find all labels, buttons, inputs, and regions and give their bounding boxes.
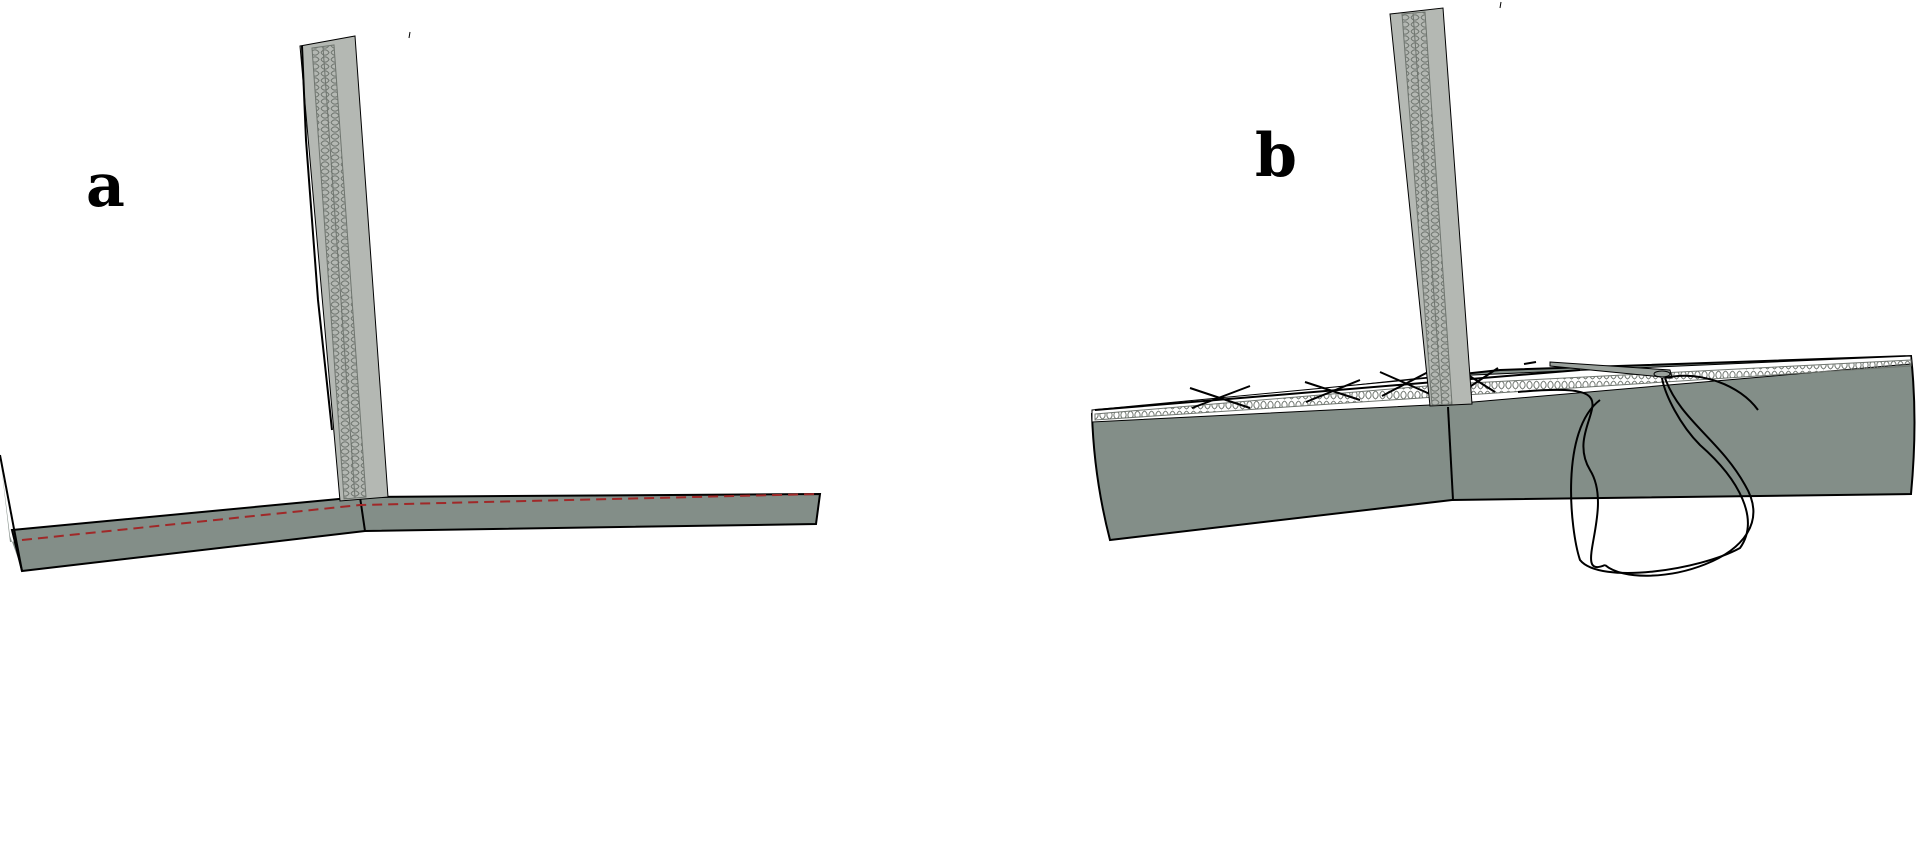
- panel-b-catch-stitches: [1094, 367, 1581, 411]
- panel-a-tick: [408, 31, 411, 39]
- panel-a-stitch-guide: [21, 493, 821, 541]
- panel-a-illustration: [0, 31, 822, 573]
- panel-b-needle-eye: [1653, 370, 1671, 378]
- panel-b-tick: [1499, 1, 1502, 9]
- panel-b-thread: [1517, 374, 1759, 577]
- panel-a-fabric-edge: [0, 454, 23, 572]
- panel-a-fabric-band: [10, 492, 822, 573]
- panel-b-fabric-fold: [1447, 406, 1454, 501]
- panel-b-label: b: [1255, 121, 1297, 191]
- panel-a-label: a: [86, 151, 125, 221]
- panel-a-zipper-edge: [301, 45, 333, 431]
- panel-b-illustration: [1090, 1, 1916, 577]
- panel-b-needle: [1549, 361, 1673, 379]
- panel-b-needle-mark: [1523, 361, 1537, 365]
- panel-b-thread-loop: [1570, 377, 1749, 574]
- panel-a-fabric-fold: [359, 496, 366, 532]
- panel-b-zipper-centerline: [1412, 12, 1443, 405]
- panel-a-zipper-centerline: [322, 46, 356, 499]
